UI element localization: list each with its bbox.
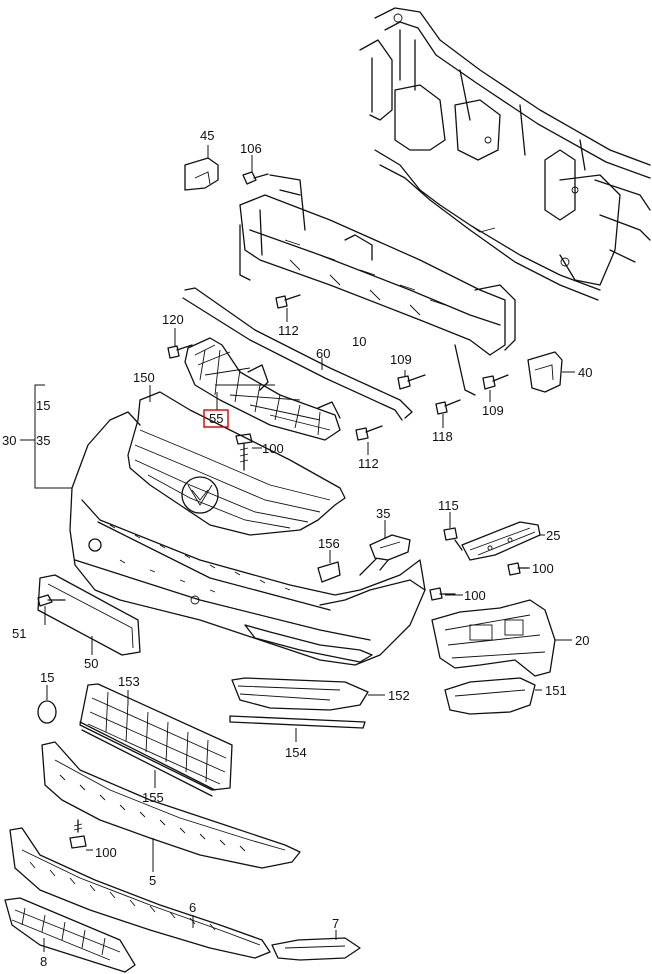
callout-7: 7 [332,916,339,931]
grille-insert-55 [184,337,341,441]
callout-150: 150 [133,370,155,385]
trim-strip-155 [79,721,216,797]
callout-153: 153 [118,674,140,689]
screw-112a [275,294,301,322]
bumper-cover [69,411,426,666]
callout-15: 15 [36,398,50,413]
screw-120 [167,328,193,359]
callout-109: 109 [390,352,412,367]
clip-118 [435,399,461,428]
callout-10: 10 [352,334,366,349]
bracket-25 [461,521,545,561]
callout-112: 112 [278,323,299,338]
callout-40: 40 [578,365,592,380]
callout-152: 152 [388,688,410,703]
bracket-20 [431,599,572,677]
lower-panel-6 [9,827,271,959]
air-guide-8 [4,897,136,973]
cap-156 [317,550,341,583]
screw-100b [507,562,530,576]
bracket-7 [271,930,361,961]
callout-25: 25 [546,528,560,543]
fog-trim-151 [444,677,542,715]
clip-115 [443,512,463,551]
callout-112: 112 [358,456,379,471]
callout-100: 100 [532,561,554,576]
bracket-40 [527,351,575,393]
screw-100d [69,819,93,851]
bolt-109a [397,370,426,390]
screw-112b [355,425,383,455]
screw-100a [235,433,262,471]
callout-5: 5 [149,873,156,888]
callout-50: 50 [84,656,98,671]
callout-118: 118 [432,429,453,444]
screw-100c [429,587,463,601]
callout-8: 8 [40,954,47,969]
fog-trim-152 [231,677,385,711]
callout-115: 115 [438,498,459,513]
license-plate-50 [37,574,141,656]
highlight-box [203,409,229,428]
callout-151: 151 [545,683,567,698]
undertray-5 [41,741,301,872]
callout-labels: 45 106 120 112 10 60 109 40 109 118 112 … [2,128,592,969]
callout-6: 6 [189,900,196,915]
callout-106: 106 [240,141,262,156]
assembly-bracket-30 [20,384,72,489]
callout-45: 45 [200,128,214,143]
stud-51 [37,594,66,625]
guide-35 [369,520,411,561]
callout-30: 30 [2,433,16,448]
callout-100: 100 [262,441,284,456]
callout-100: 100 [95,845,117,860]
cap-15 [37,685,57,724]
trim-strip-60 [182,287,413,421]
callout-15: 15 [40,670,54,685]
bolt-109b [482,374,509,402]
callout-35: 35 [376,506,390,521]
callout-109: 109 [482,403,504,418]
lock-carrier [359,7,651,301]
callout-100: 100 [464,588,486,603]
callout-51: 51 [12,626,26,641]
callout-20: 20 [575,633,589,648]
callout-35: 35 [36,433,50,448]
callout-156: 156 [318,536,340,551]
callout-154: 154 [285,745,307,760]
callout-55: 55 [209,411,223,426]
bracket-45 [184,145,219,191]
strip-154 [229,715,366,742]
impact-bar [239,174,516,396]
upper-grille-150 [127,385,346,536]
bolt-106 [242,155,269,185]
lower-grille-153 [79,683,233,791]
callout-155: 155 [142,790,164,805]
callout-60: 60 [316,346,330,361]
callout-120: 120 [162,312,184,327]
